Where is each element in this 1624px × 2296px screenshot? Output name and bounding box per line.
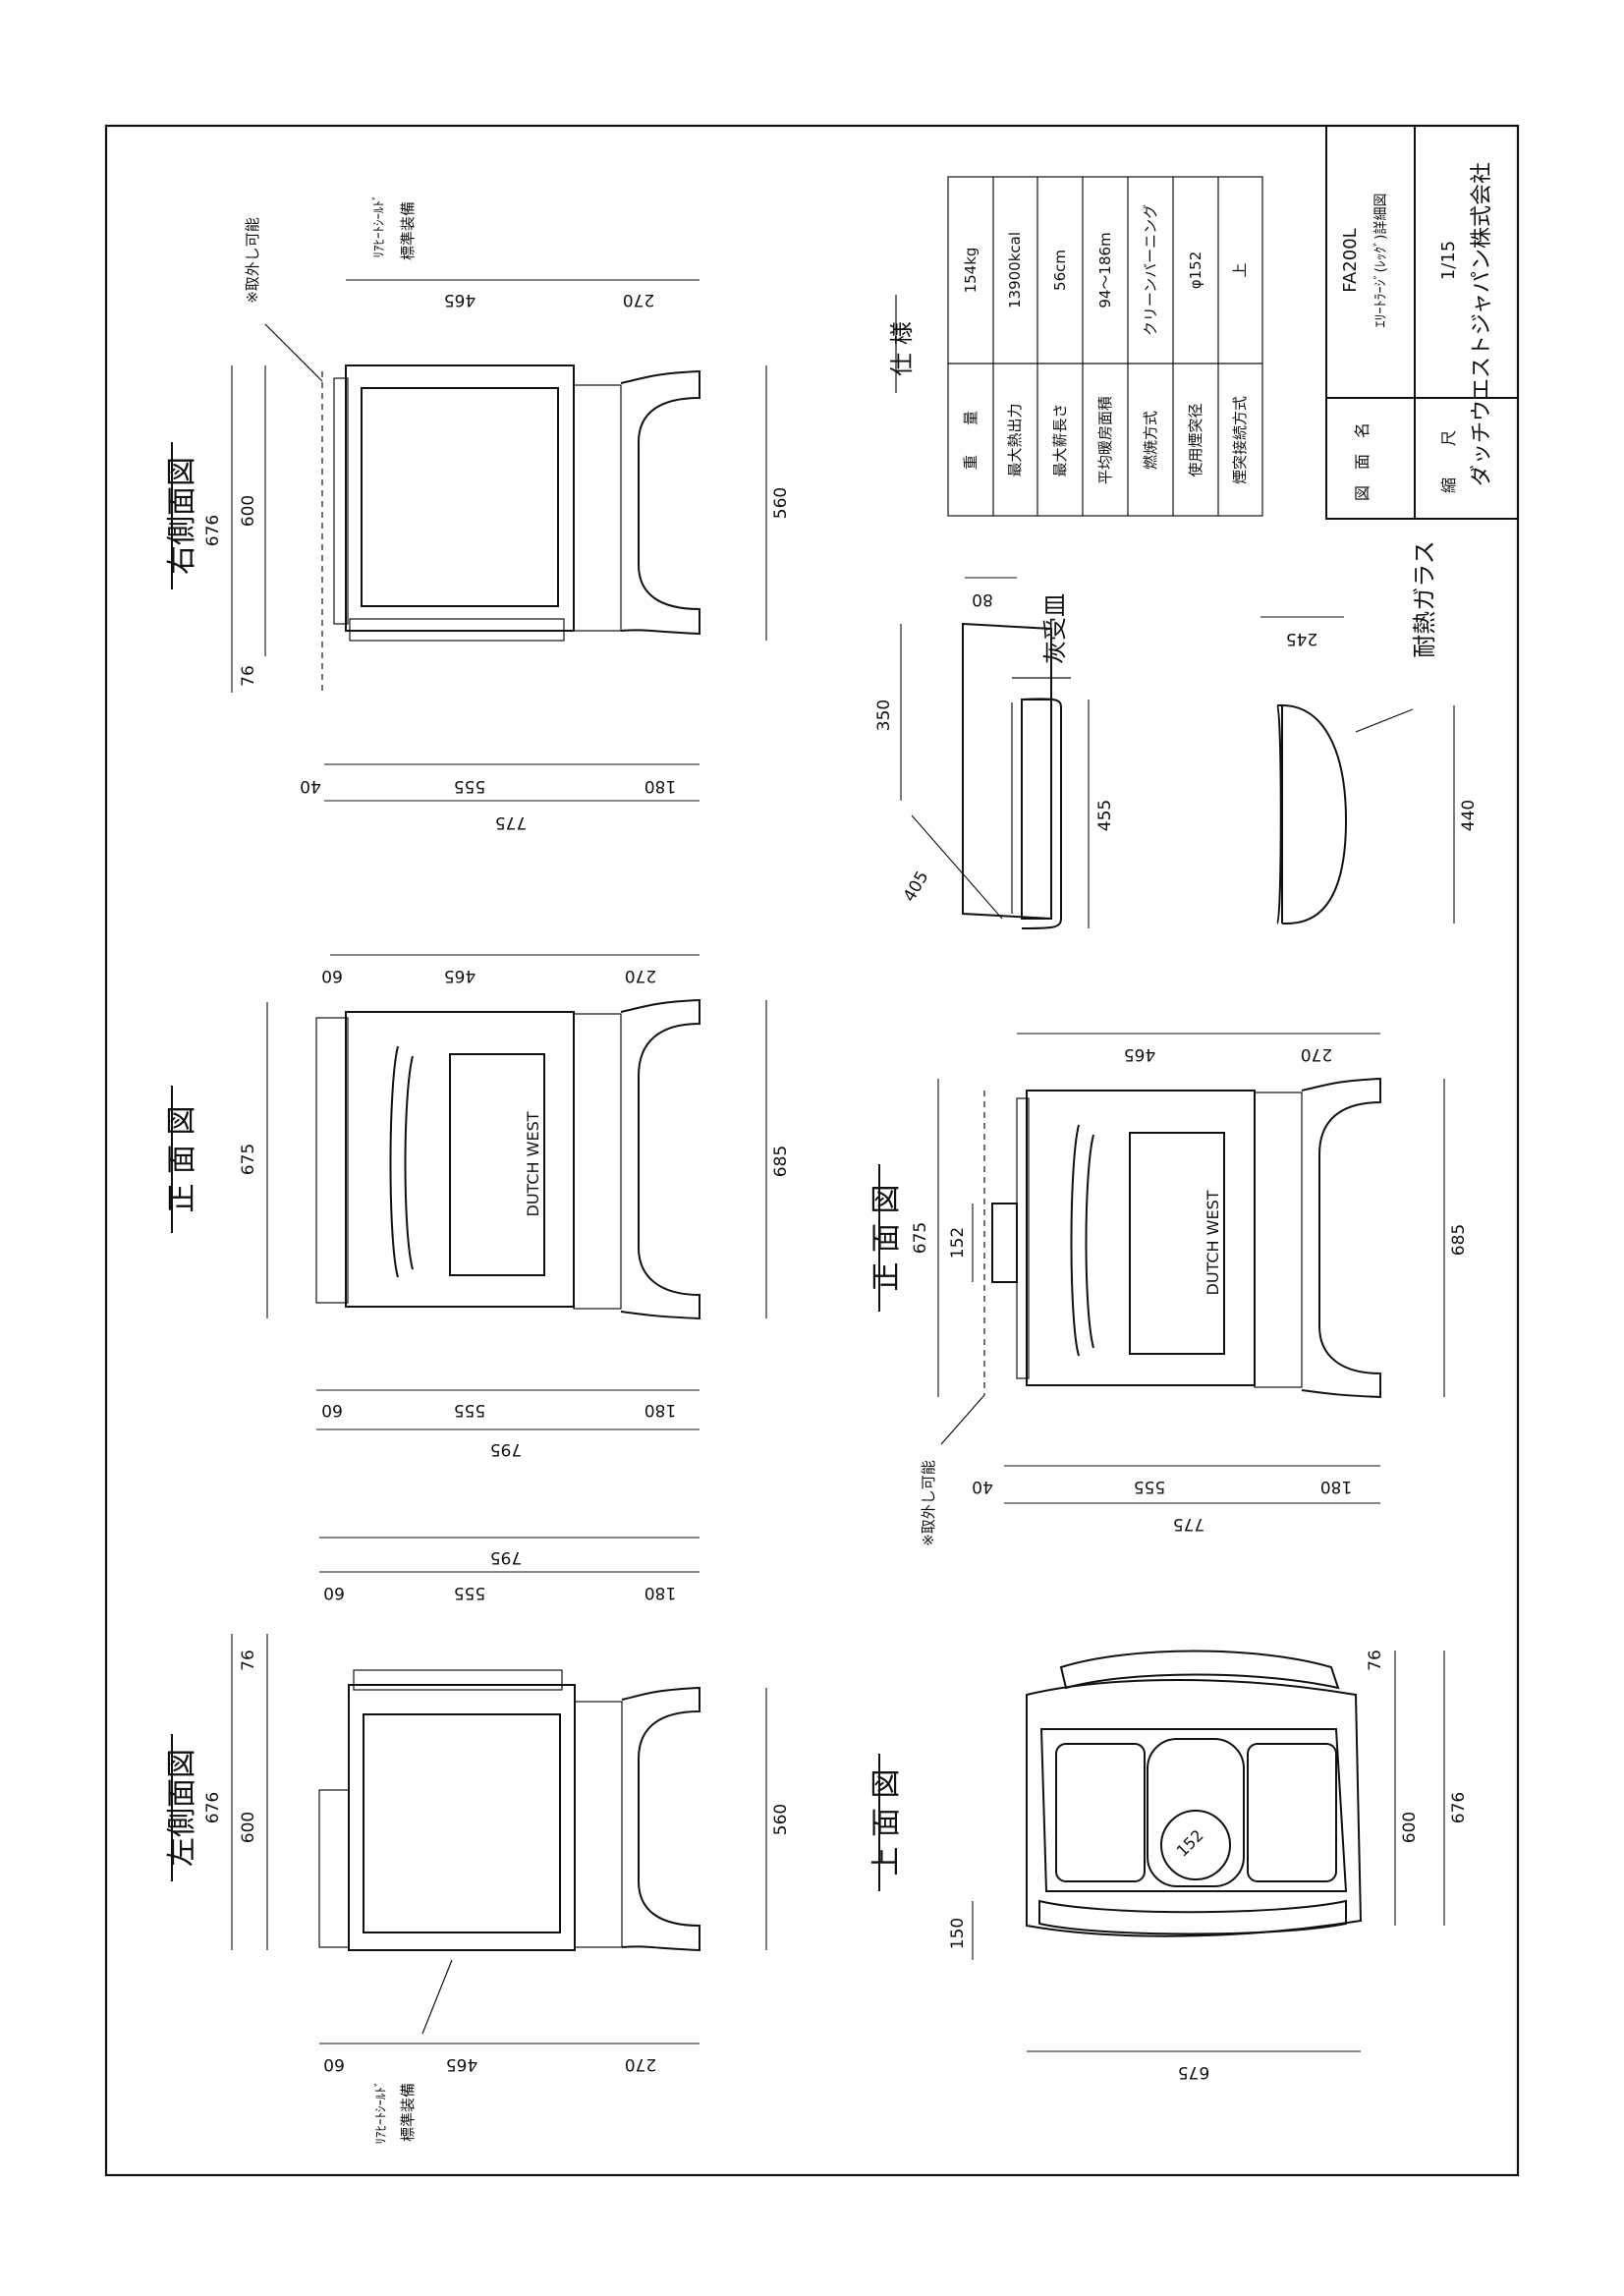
dim-label: 676 (203, 1792, 223, 1823)
dim-label: 560 (771, 487, 791, 519)
top-view-title: 上 面 図 (869, 1768, 904, 1876)
right-side-title: 右側面図 (165, 457, 199, 575)
dim-label: 60 (321, 1400, 343, 1420)
spec-label: 使用煙突径 (1187, 403, 1204, 476)
right-side-view: 右側面図 ※取外し可能 ﾘｱﾋｰﾄｼｰﾙﾄﾞ 標準装備 676 600 76 5… (165, 195, 791, 833)
dim-label: 555 (454, 776, 485, 796)
spec-label: 最大熱出力 (1006, 403, 1024, 476)
dim-label: 465 (1124, 1044, 1155, 1064)
glass-view: 245 耐熱ガラス 440 (1260, 540, 1479, 924)
dim-label: 180 (644, 1400, 676, 1420)
title-block-company: ダッチウエストジャパン株式会社 (1470, 162, 1494, 486)
dim-label: 180 (644, 776, 676, 796)
dim-label: 775 (1173, 1514, 1204, 1534)
spec-value: 154kg (962, 248, 980, 294)
dim-label: 555 (454, 1583, 485, 1602)
note-ash-pan: 灰受皿 (1041, 593, 1069, 664)
spec-value: 13900kcal (1006, 232, 1024, 308)
top-view: 上 面 図 152 76 600 676 150 675 (869, 1650, 1469, 2082)
dim-label: 150 (948, 1918, 968, 1949)
note-standard: 標準装備 (399, 2083, 417, 2142)
dim-label: 600 (239, 1812, 258, 1843)
dim-label: 76 (1366, 1650, 1385, 1671)
dim-label: 245 (1286, 629, 1317, 648)
dim-label: 600 (239, 495, 258, 527)
spec-value: 94～186m (1096, 232, 1114, 308)
ash-pan-view: 80 灰受皿 350 455 405 (874, 577, 1115, 929)
spec-value: 56cm (1051, 250, 1069, 291)
dim-label: 676 (1449, 1792, 1469, 1823)
dim-label: 465 (444, 290, 476, 309)
note-rear-shield: ﾘｱﾋｰﾄｼｰﾙﾄﾞ (374, 2081, 389, 2145)
brand-mark: DUTCH WEST (1204, 1190, 1222, 1295)
title-block-scale: 1/15 (1438, 241, 1459, 280)
spec-label: 煙突接続方式 (1231, 396, 1249, 484)
left-side-title: 左側面図 (165, 1749, 199, 1867)
spec-label: 平均暖房面積 (1096, 396, 1114, 484)
dim-label: 270 (625, 966, 656, 985)
title-block-name-label: 図 面 名 (1353, 422, 1372, 501)
front-view-lower: 正 面 図 DUTCH WEST 465 270 675 152 685 40 … (869, 1033, 1469, 1546)
brand-mark: DUTCH WEST (524, 1111, 542, 1216)
dim-label: 60 (323, 2054, 345, 2074)
dim-label: 685 (771, 1146, 791, 1177)
dim-label: 600 (1400, 1812, 1420, 1843)
dim-label: 465 (446, 2054, 477, 2074)
dim-label: 152 (948, 1227, 968, 1259)
spec-label: 燃焼方式 (1142, 411, 1159, 470)
dim-label: 180 (1320, 1477, 1352, 1496)
dim-label: 555 (1134, 1477, 1165, 1496)
front-top-title: 正 面 図 (165, 1105, 199, 1212)
dim-label: 180 (644, 1583, 676, 1602)
spec-value: φ152 (1187, 252, 1204, 290)
spec-title: 仕 様 (888, 321, 916, 376)
front-bottom-title: 正 面 図 (869, 1184, 904, 1291)
title-block-model-sub: ｴﾘｰﾄﾗｰｼﾞ(ﾚｯｸﾞ)詳細図 (1373, 194, 1389, 328)
title-block: 図 面 名 FA200L ｴﾘｰﾄﾗｰｼﾞ(ﾚｯｸﾞ)詳細図 縮 尺 1/15 … (1325, 125, 1519, 520)
dim-label: 270 (625, 2054, 656, 2074)
dim-label: 40 (300, 776, 321, 796)
note-standard: 標準装備 (399, 201, 417, 260)
dim-label: 560 (771, 1804, 791, 1835)
note-glass: 耐熱ガラス (1411, 540, 1438, 658)
dim-label: 795 (490, 1547, 522, 1567)
dim-label: 455 (1095, 800, 1115, 831)
dim-label: 80 (972, 589, 993, 609)
dim-label: 775 (495, 812, 527, 832)
dim-label: 675 (1178, 2062, 1209, 2082)
dim-label: 675 (239, 1144, 258, 1175)
note-rear-shield: ﾘｱﾋｰﾄｼｰﾙﾄﾞ (372, 195, 387, 258)
dim-label: 350 (874, 700, 894, 731)
title-block-scale-label: 縮 尺 (1439, 430, 1458, 493)
flue-circle (1160, 1810, 1231, 1880)
spec-label: 重 量 (962, 411, 980, 470)
title-block-model: FA200L (1340, 228, 1361, 292)
dim-label: 152 (1173, 1826, 1207, 1861)
left-side-view: 左側面図 795 60 555 180 676 76 600 560 60 46… (165, 1537, 791, 2145)
dim-label: 60 (321, 966, 343, 985)
note-removable: ※取外し可能 (920, 1460, 937, 1546)
dim-label: 270 (1301, 1044, 1332, 1064)
spec-value: 上 (1231, 262, 1249, 277)
front-view-upper: 正 面 図 DUTCH WEST 60 465 270 675 685 60 5… (165, 954, 791, 1459)
dim-label: 60 (323, 1583, 345, 1602)
dim-label: 676 (203, 515, 223, 546)
dim-label: 76 (239, 665, 258, 687)
dim-label: 405 (900, 868, 933, 905)
drawing-frame (104, 124, 1520, 2177)
dim-label: 40 (972, 1477, 993, 1496)
dim-label: 440 (1459, 800, 1479, 831)
note-removable: ※取外し可能 (244, 217, 261, 304)
dim-label: 675 (911, 1222, 930, 1254)
spec-value: クリーンバーニング (1142, 204, 1159, 336)
dim-label: 270 (623, 290, 654, 309)
dim-label: 795 (490, 1439, 522, 1459)
dim-label: 685 (1449, 1224, 1469, 1256)
dim-label: 76 (239, 1650, 258, 1671)
spec-label: 最大薪長さ (1051, 403, 1069, 476)
spec-table: 仕 様 重 量 154kg 最大熱出力 13900kcal 最大薪長さ 56cm… (888, 176, 1263, 517)
dim-label: 465 (444, 966, 476, 985)
dim-label: 555 (454, 1400, 485, 1420)
